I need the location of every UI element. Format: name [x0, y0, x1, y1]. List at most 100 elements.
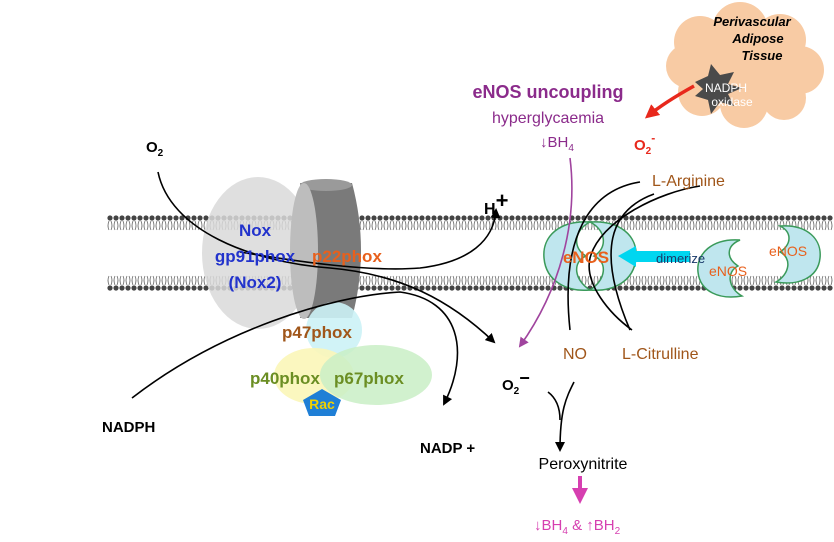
lipid-tail — [743, 275, 749, 286]
pvat-label-line1: Perivascular — [713, 14, 791, 29]
lipid-tail — [761, 220, 767, 231]
lipid-tail — [545, 220, 551, 231]
lipid-head — [821, 215, 827, 221]
lipid-head — [593, 215, 599, 221]
lipid-tail — [107, 275, 113, 286]
lipid-head — [179, 285, 185, 291]
lipid-tail — [413, 275, 419, 286]
nadph-label: NADPH — [102, 419, 155, 436]
lipid-tail — [479, 220, 485, 231]
lipid-head — [605, 215, 611, 221]
lipid-head — [671, 285, 677, 291]
lipid-tail — [155, 220, 161, 231]
lipid-head — [473, 215, 479, 221]
lipid-tail — [413, 220, 419, 231]
lipid-head — [389, 285, 395, 291]
lipid-head — [371, 215, 377, 221]
lipid-tail — [737, 275, 743, 286]
lipid-head — [521, 285, 527, 291]
lipid-head — [401, 285, 407, 291]
lipid-tail — [143, 220, 149, 231]
lipid-head — [545, 285, 551, 291]
lipid-head — [383, 285, 389, 291]
lipid-head — [791, 285, 797, 291]
lipid-head — [509, 285, 515, 291]
lipid-head — [683, 215, 689, 221]
lipid-tail — [185, 275, 191, 286]
lipid-head — [461, 215, 467, 221]
lipid-head — [743, 285, 749, 291]
lipid-head — [155, 285, 161, 291]
lipid-head — [557, 215, 563, 221]
lipid-head — [113, 215, 119, 221]
lipid-head — [497, 285, 503, 291]
lipid-tail — [371, 275, 377, 286]
superoxide-no-merge — [547, 391, 561, 421]
lipid-head — [827, 285, 833, 291]
lipid-tail — [485, 275, 491, 286]
nadph-to-nadp-curve — [131, 291, 459, 406]
lipid-head — [731, 215, 737, 221]
lipid-tail — [383, 275, 389, 286]
lipid-tail — [653, 275, 659, 286]
lipid-head — [419, 215, 425, 221]
lipid-head — [689, 285, 695, 291]
lipid-head — [161, 215, 167, 221]
lipid-head — [719, 215, 725, 221]
lipid-tail — [515, 275, 521, 286]
lipid-tail — [539, 275, 545, 286]
lipid-head — [803, 285, 809, 291]
lipid-tail — [395, 220, 401, 231]
p47phox-subunit — [306, 302, 362, 358]
lipid-head — [653, 215, 659, 221]
lipid-tail — [407, 220, 413, 231]
lipid-head — [815, 285, 821, 291]
lipid-tail — [119, 220, 125, 231]
lipid-head — [203, 285, 209, 291]
lipid-tail — [467, 220, 473, 231]
lipid-head — [827, 215, 833, 221]
lipid-head — [665, 215, 671, 221]
lipid-head — [455, 215, 461, 221]
lipid-tail — [107, 220, 113, 231]
lipid-tail — [815, 220, 821, 231]
enos-dimer — [543, 221, 637, 291]
lipid-head — [677, 285, 683, 291]
lipid-tail — [191, 275, 197, 286]
lipid-head — [467, 215, 473, 221]
lipid-head — [785, 285, 791, 291]
lipid-head — [461, 285, 467, 291]
lipid-head — [137, 215, 143, 221]
lipid-tail — [737, 220, 743, 231]
lipid-tail — [803, 220, 809, 231]
lipid-head — [107, 215, 113, 221]
perivascular-adipose-tissue-cloud — [666, 2, 824, 128]
lipid-head — [563, 215, 569, 221]
lipid-tail — [173, 275, 179, 286]
lipid-head — [167, 285, 173, 291]
lipid-tail — [125, 275, 131, 286]
lipid-tail — [509, 275, 515, 286]
lipid-tail — [671, 275, 677, 286]
lipid-tail — [419, 220, 425, 231]
lipid-tail — [479, 275, 485, 286]
enos-out-curve — [588, 185, 701, 331]
lipid-head — [203, 215, 209, 221]
lipid-head — [485, 215, 491, 221]
lipid-tail — [497, 220, 503, 231]
lipid-head — [515, 215, 521, 221]
nadph-oxidase-star — [695, 64, 742, 114]
lipid-tail — [731, 220, 737, 231]
lipid-tail — [701, 220, 707, 231]
lipid-head — [689, 215, 695, 221]
nadph-oxidase-label-1: NADPH — [705, 81, 747, 95]
lipid-tail — [683, 275, 689, 286]
lipid-tail — [449, 275, 455, 286]
lipid-head — [551, 215, 557, 221]
lipid-tail — [647, 220, 653, 231]
lipid-tail — [641, 220, 647, 231]
lipid-tail — [665, 220, 671, 231]
lipid-head — [677, 215, 683, 221]
lipid-tail — [131, 275, 137, 286]
lipid-head — [557, 285, 563, 291]
